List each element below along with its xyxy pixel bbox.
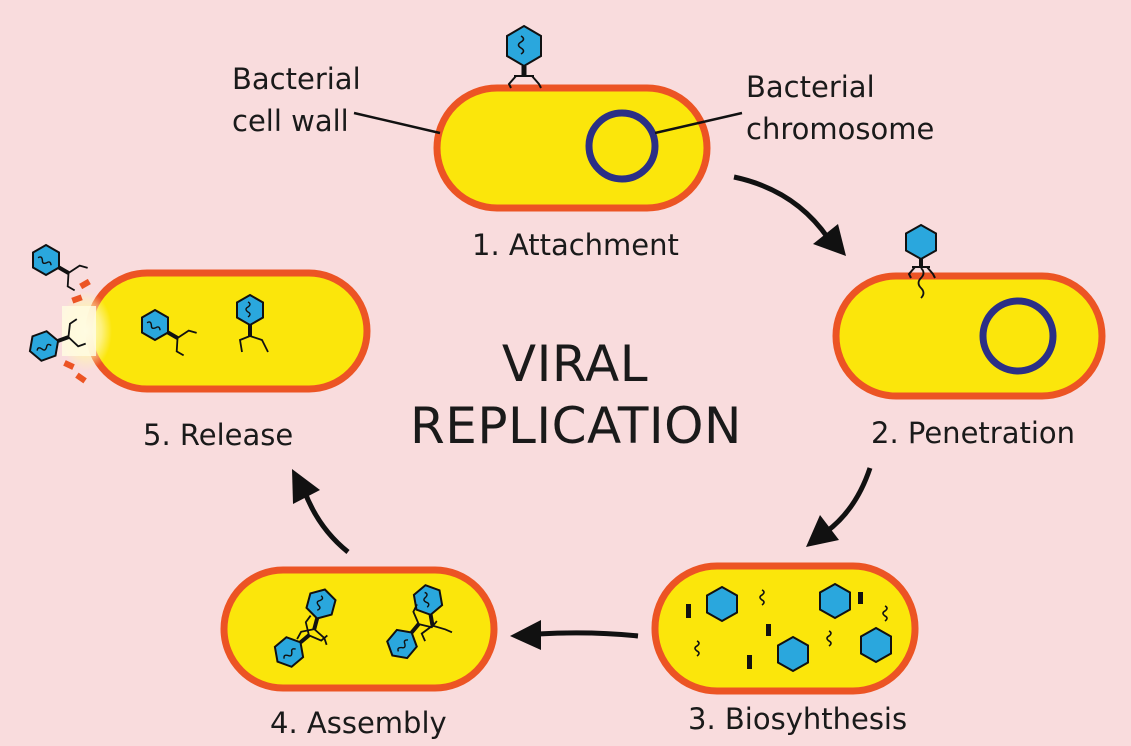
penetration-cell (832, 272, 1106, 400)
broken-cell-wall-fragments (63, 278, 91, 384)
internal-phage-icon (141, 308, 197, 357)
cell-body (220, 566, 498, 692)
cell-wall-opening (62, 306, 96, 356)
arrow-assembly-to-release-icon (292, 469, 350, 554)
cell-wall-callout-line2: cell wall (232, 104, 349, 138)
tail-parts (686, 592, 863, 669)
stage-label-release: 5. Release (143, 418, 294, 452)
stage-label-biosynthesis: 3. Biosyhthesis (688, 702, 908, 736)
attached-phage-icon (506, 24, 542, 89)
released-phage-icon (32, 243, 88, 292)
stage-label-assembly: 4. Assembly (270, 706, 447, 740)
injecting-phage-icon (905, 223, 937, 299)
internal-phage-icon (236, 293, 269, 353)
cycle-arrows (292, 174, 873, 650)
assembled-phage-icon (273, 615, 328, 668)
release-cell (60, 269, 371, 393)
cell-body (433, 84, 711, 212)
cell-body (832, 272, 1106, 400)
cell-body (85, 269, 371, 393)
biosynthesis-cell (651, 562, 919, 695)
chromosome-callout-line1: Bacterial (746, 70, 875, 104)
arrow-penetration-to-biosynthesis-icon (806, 467, 873, 547)
stage-label-attachment: 1. Attachment (472, 228, 679, 262)
phage-head-parts (706, 582, 892, 673)
diagram-title-line2: REPLICATION (410, 397, 742, 455)
cell-wall-leader-line (353, 111, 441, 135)
bacterial-chromosome (585, 109, 659, 183)
cell-wall-callout: Bacterial cell wall (232, 58, 361, 142)
bacterial-chromosome (979, 297, 1057, 375)
arrow-biosynthesis-to-assembly-icon (510, 620, 639, 650)
assembled-phage-icon (412, 584, 453, 642)
released-phage-icon (28, 318, 86, 362)
chromosome-callout: Bacterial chromosome (746, 66, 934, 150)
assembled-phage-icon (386, 603, 438, 660)
attachment-cell (433, 84, 711, 212)
chromosome-callout-line2: chromosome (746, 112, 935, 146)
diagram-title: VIRAL REPLICATION (410, 333, 742, 457)
diagram-title-line1: VIRAL (501, 335, 649, 393)
chromosome-leader-line (654, 111, 743, 135)
assembled-phage-icon (296, 588, 337, 646)
arrow-attachment-to-penetration-icon (733, 174, 846, 256)
stage-label-penetration: 2. Penetration (871, 416, 1076, 450)
assembly-cell (220, 566, 498, 692)
dna-fragments (694, 589, 888, 657)
cell-wall-callout-line1: Bacterial (232, 62, 361, 96)
